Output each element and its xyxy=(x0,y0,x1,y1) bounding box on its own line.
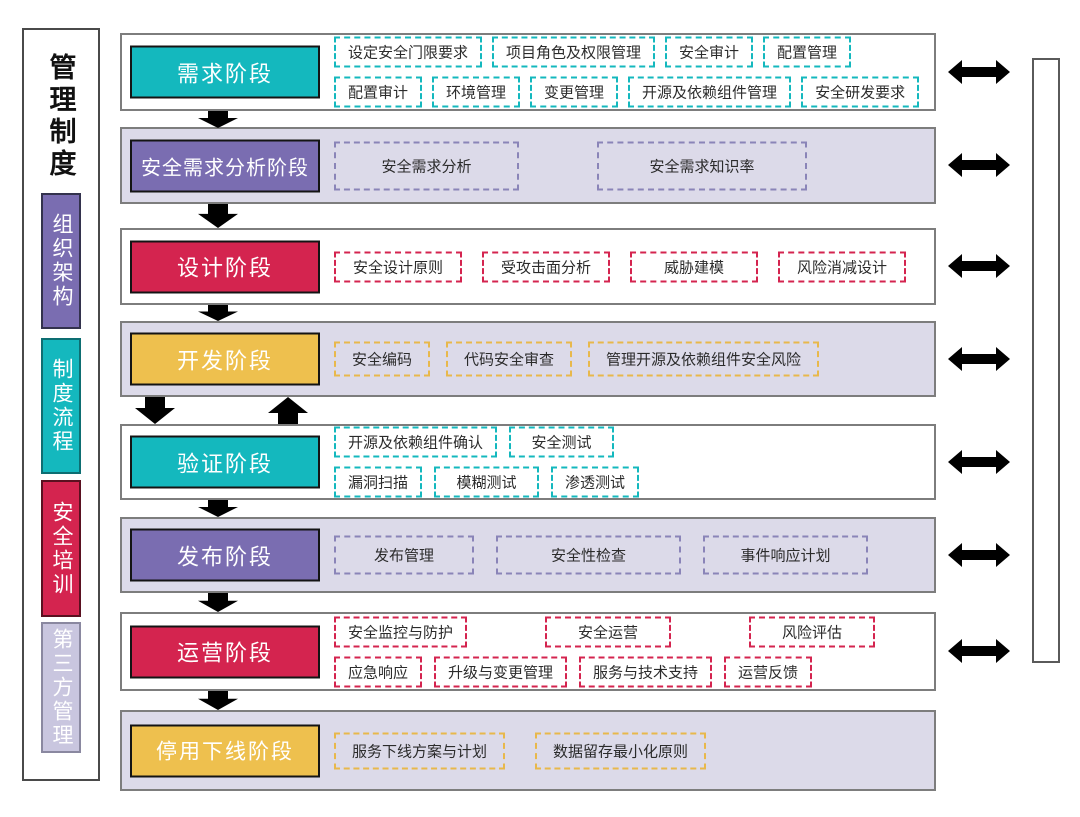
activity-tag: 受攻击面分析 xyxy=(482,251,610,282)
double-arrow-icon xyxy=(948,347,1010,371)
down-arrow-icon xyxy=(198,305,238,321)
down-arrow-icon xyxy=(198,691,238,710)
activity-tag: 服务与技术支持 xyxy=(579,656,713,687)
activity-tag: 安全运营 xyxy=(545,616,672,647)
tag-line: 设定安全门限要求 项目角色及权限管理 安全审计 配置管理 xyxy=(334,36,926,68)
stage-row-release: 发布阶段 发布管理 安全性检查 事件响应计划 xyxy=(120,517,936,593)
activity-tag: 变更管理 xyxy=(530,76,619,108)
activity-tag: 配置管理 xyxy=(763,36,852,68)
double-arrow-icon xyxy=(948,639,1010,663)
down-arrow-icon xyxy=(198,500,238,517)
double-arrow-icon xyxy=(948,254,1010,278)
down-arrow-icon xyxy=(198,204,238,228)
activity-tag: 开源及依赖组件管理 xyxy=(628,76,792,108)
double-arrow-icon xyxy=(948,60,1010,84)
activity-tag: 安全性检查 xyxy=(496,535,681,575)
tag-line: 安全设计原则 受攻击面分析 威胁建模 风险消减设计 xyxy=(334,251,926,282)
tag-line: 安全编码 代码安全审查 管理开源及依赖组件安全风险 xyxy=(334,341,926,377)
sidebar-item-third-party-management: 第三方管理 xyxy=(41,622,81,753)
stage-tags-design: 安全设计原则 受攻击面分析 威胁建模 风险消减设计 xyxy=(334,251,926,282)
activity-tag: 安全审计 xyxy=(665,36,754,68)
tag-line: 开源及依赖组件确认 安全测试 xyxy=(334,426,926,458)
management-system-title: 管理制度 xyxy=(45,53,76,181)
stage-row-verification: 验证阶段 开源及依赖组件确认 安全测试 漏洞扫描 模糊测试 渗透测试 xyxy=(120,424,936,500)
down-arrow-icon xyxy=(198,593,238,612)
activity-tag: 安全需求分析 xyxy=(334,141,519,190)
activity-tag: 升级与变更管理 xyxy=(434,656,568,687)
stage-tags-release: 发布管理 安全性检查 事件响应计划 xyxy=(334,535,926,575)
stage-row-security-requirements-analysis: 安全需求分析阶段 安全需求分析 安全需求知识率 xyxy=(120,127,936,204)
stage-tags-development: 安全编码 代码安全审查 管理开源及依赖组件安全风险 xyxy=(334,341,926,377)
activity-tag: 配置审计 xyxy=(334,76,423,108)
activity-tag: 安全需求知识率 xyxy=(597,141,807,190)
stage-tags-verification: 开源及依赖组件确认 安全测试 漏洞扫描 模糊测试 渗透测试 xyxy=(334,426,926,498)
management-system-panel: 管理制度 组织架构 制度流程 安全培训 第三方管理 xyxy=(22,28,100,781)
stage-box-development: 开发阶段 xyxy=(130,332,320,386)
activity-tag: 服务下线方案与计划 xyxy=(334,732,506,769)
stage-box-verification: 验证阶段 xyxy=(130,435,320,489)
sidebar-item-org-structure: 组织架构 xyxy=(41,193,81,329)
activity-tag: 模糊测试 xyxy=(434,466,540,498)
stage-box-security-requirements-analysis: 安全需求分析阶段 xyxy=(130,139,320,192)
activity-tag: 安全设计原则 xyxy=(334,251,462,282)
activity-tag: 安全研发要求 xyxy=(801,76,920,108)
activity-tag: 数据留存最小化原则 xyxy=(535,732,707,769)
stage-box-release: 发布阶段 xyxy=(130,528,320,582)
activity-tag: 风险消减设计 xyxy=(778,251,906,282)
stage-row-operation: 运营阶段 安全监控与防护 安全运营 风险评估 应急响应 升级与变更管理 服务与技… xyxy=(120,612,936,691)
tag-line: 漏洞扫描 模糊测试 渗透测试 xyxy=(334,466,926,498)
stage-row-requirements: 需求阶段 设定安全门限要求 项目角色及权限管理 安全审计 配置管理 配置审计 环… xyxy=(120,33,936,111)
sidebar-item-process: 制度流程 xyxy=(41,338,81,474)
tag-line: 服务下线方案与计划 数据留存最小化原则 xyxy=(334,732,926,769)
tag-line: 发布管理 安全性检查 事件响应计划 xyxy=(334,535,926,575)
stage-tags-requirements: 设定安全门限要求 项目角色及权限管理 安全审计 配置管理 配置审计 环境管理 变… xyxy=(334,36,926,108)
sidebar-item-security-training: 安全培训 xyxy=(41,480,81,617)
tag-line: 安全监控与防护 安全运营 风险评估 xyxy=(334,616,926,647)
activity-tag: 发布管理 xyxy=(334,535,474,575)
activity-tag: 安全测试 xyxy=(509,426,615,458)
tag-line: 安全需求分析 安全需求知识率 xyxy=(334,141,926,190)
activity-tag: 事件响应计划 xyxy=(703,535,868,575)
activity-tag: 环境管理 xyxy=(432,76,521,108)
down-arrow-icon xyxy=(198,111,238,128)
up-arrow-icon xyxy=(268,397,308,424)
stage-tags-security-requirements-analysis: 安全需求分析 安全需求知识率 xyxy=(334,141,926,190)
activity-tag: 安全监控与防护 xyxy=(334,616,468,647)
stage-tags-decommission: 服务下线方案与计划 数据留存最小化原则 xyxy=(334,732,926,769)
tag-line: 应急响应 升级与变更管理 服务与技术支持 运营反馈 xyxy=(334,656,926,687)
stage-row-design: 设计阶段 安全设计原则 受攻击面分析 威胁建模 风险消减设计 xyxy=(120,228,936,305)
activity-tag: 渗透测试 xyxy=(551,466,640,498)
stage-row-development: 开发阶段 安全编码 代码安全审查 管理开源及依赖组件安全风险 xyxy=(120,321,936,397)
double-arrow-icon xyxy=(948,543,1010,567)
activity-tag: 漏洞扫描 xyxy=(334,466,423,498)
stage-box-operation: 运营阶段 xyxy=(130,625,320,678)
activity-tag: 代码安全审查 xyxy=(446,341,573,377)
down-arrow-icon xyxy=(135,397,175,424)
stage-tags-operation: 安全监控与防护 安全运营 风险评估 应急响应 升级与变更管理 服务与技术支持 运… xyxy=(334,616,926,687)
activity-tag: 威胁建模 xyxy=(630,251,758,282)
activity-tag: 管理开源及依赖组件安全风险 xyxy=(588,341,820,377)
activity-tag: 运营反馈 xyxy=(724,656,813,687)
double-arrow-icon xyxy=(948,153,1010,177)
activity-tag: 应急响应 xyxy=(334,656,423,687)
stage-row-decommission: 停用下线阶段 服务下线方案与计划 数据留存最小化原则 xyxy=(120,710,936,791)
stage-box-design: 设计阶段 xyxy=(130,240,320,293)
tag-line: 配置审计 环境管理 变更管理 开源及依赖组件管理 安全研发要求 xyxy=(334,76,926,108)
stage-box-requirements: 需求阶段 xyxy=(130,45,320,99)
stage-box-decommission: 停用下线阶段 xyxy=(130,724,320,777)
activity-tag: 安全编码 xyxy=(334,341,431,377)
activity-tag: 设定安全门限要求 xyxy=(334,36,483,68)
double-arrow-icon xyxy=(948,450,1010,474)
activity-tag: 风险评估 xyxy=(749,616,876,647)
activity-tag: 项目角色及权限管理 xyxy=(492,36,656,68)
right-rail-bar xyxy=(1032,58,1060,663)
activity-tag: 开源及依赖组件确认 xyxy=(334,426,498,458)
